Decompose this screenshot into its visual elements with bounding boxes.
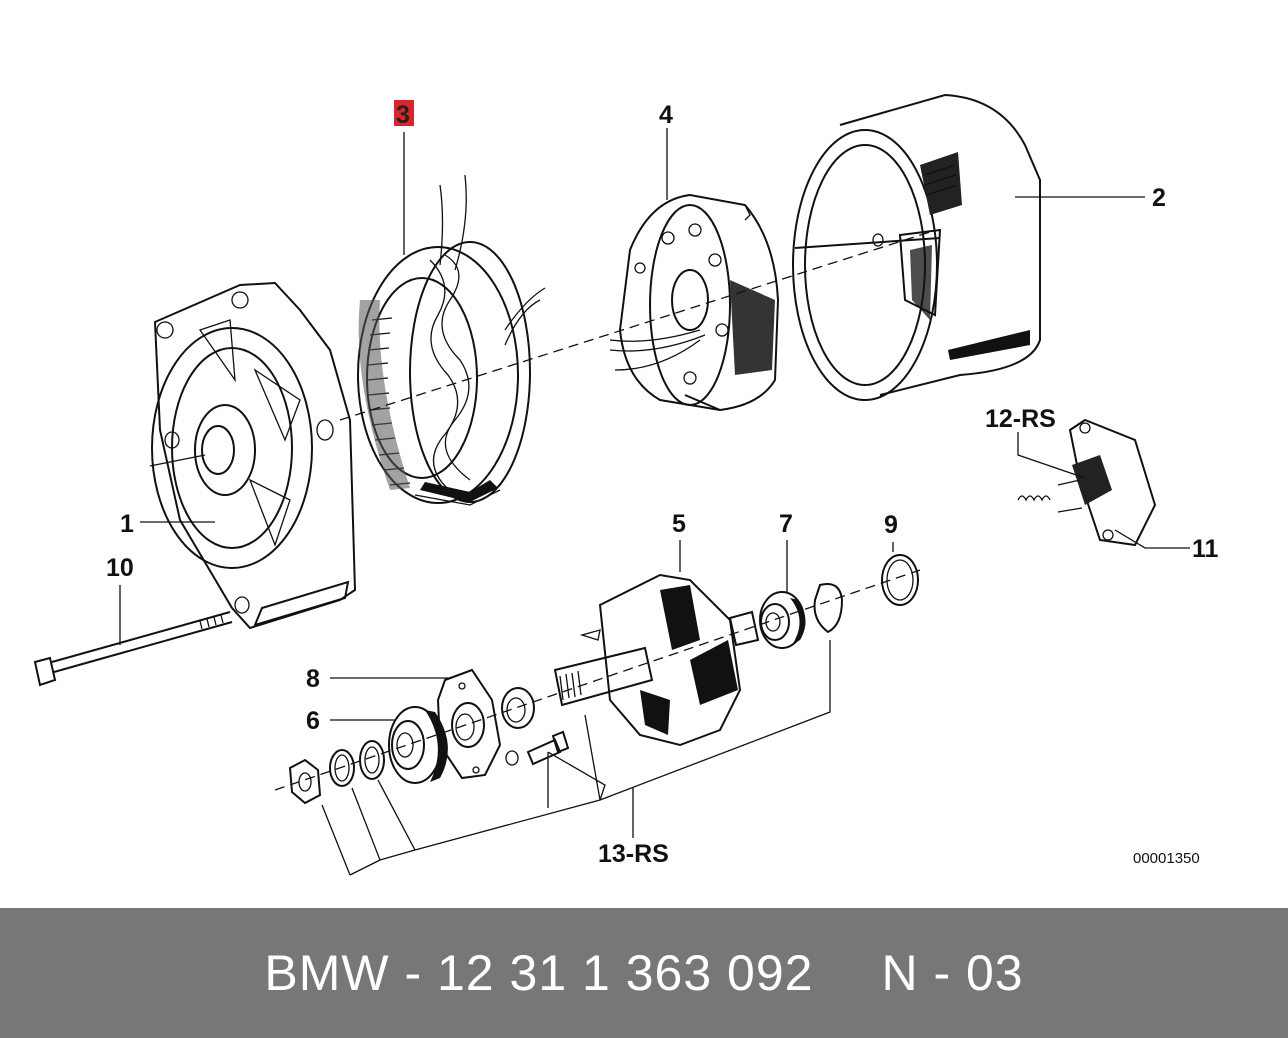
part-number-footer: BMW - 12 31 1 363 092 N - 03 [0,908,1288,1038]
part-number: BMW - 12 31 1 363 092 [264,945,814,1001]
callout-13-rs[interactable]: 13-RS [598,840,669,868]
callout-10[interactable]: 10 [106,554,134,582]
stator-slots [358,300,411,490]
part-9-retaining-ring [813,554,919,634]
callout-5[interactable]: 5 [672,510,686,538]
callout-3[interactable]: 3 [396,101,410,129]
leader-lines [119,128,1190,876]
callout-8[interactable]: 8 [306,665,320,693]
part-4-rectifier-assembly [609,193,780,412]
part-10-bolt [33,611,233,687]
diagram-position: N - 03 [881,945,1024,1001]
callout-6[interactable]: 6 [306,707,320,735]
drawing-number: 00001350 [1133,850,1200,867]
part-13-repair-kit-items [288,687,570,805]
part-1-drive-end-housing [149,281,357,630]
callout-9[interactable]: 9 [884,511,898,539]
part-8-cover-plate [436,668,502,780]
footer-text: BMW - 12 31 1 363 092 N - 03 [264,944,1023,1002]
callout-11[interactable]: 11 [1192,535,1219,563]
callout-1[interactable]: 1 [120,510,134,538]
callout-7[interactable]: 7 [779,510,793,538]
exploded-parts-diagram: 3 4 2 1 10 12-RS 11 5 7 9 8 6 13-RS 0000… [33,93,1219,876]
part-7-bearing [759,591,806,649]
callout-labels: 3 4 2 1 10 12-RS 11 5 7 9 8 6 13-RS 0000… [106,100,1219,868]
axis-lines [274,231,931,791]
callout-4[interactable]: 4 [659,101,673,129]
part-5-rotor [553,573,760,747]
part-6-bearing [388,706,448,784]
part-3-stator [357,174,546,506]
part-11-regulator [1017,418,1157,547]
callout-2[interactable]: 2 [1152,184,1166,212]
callout-3-highlight [394,100,414,126]
part-2-housing [792,93,1041,401]
callout-12-rs[interactable]: 12-RS [985,405,1056,433]
